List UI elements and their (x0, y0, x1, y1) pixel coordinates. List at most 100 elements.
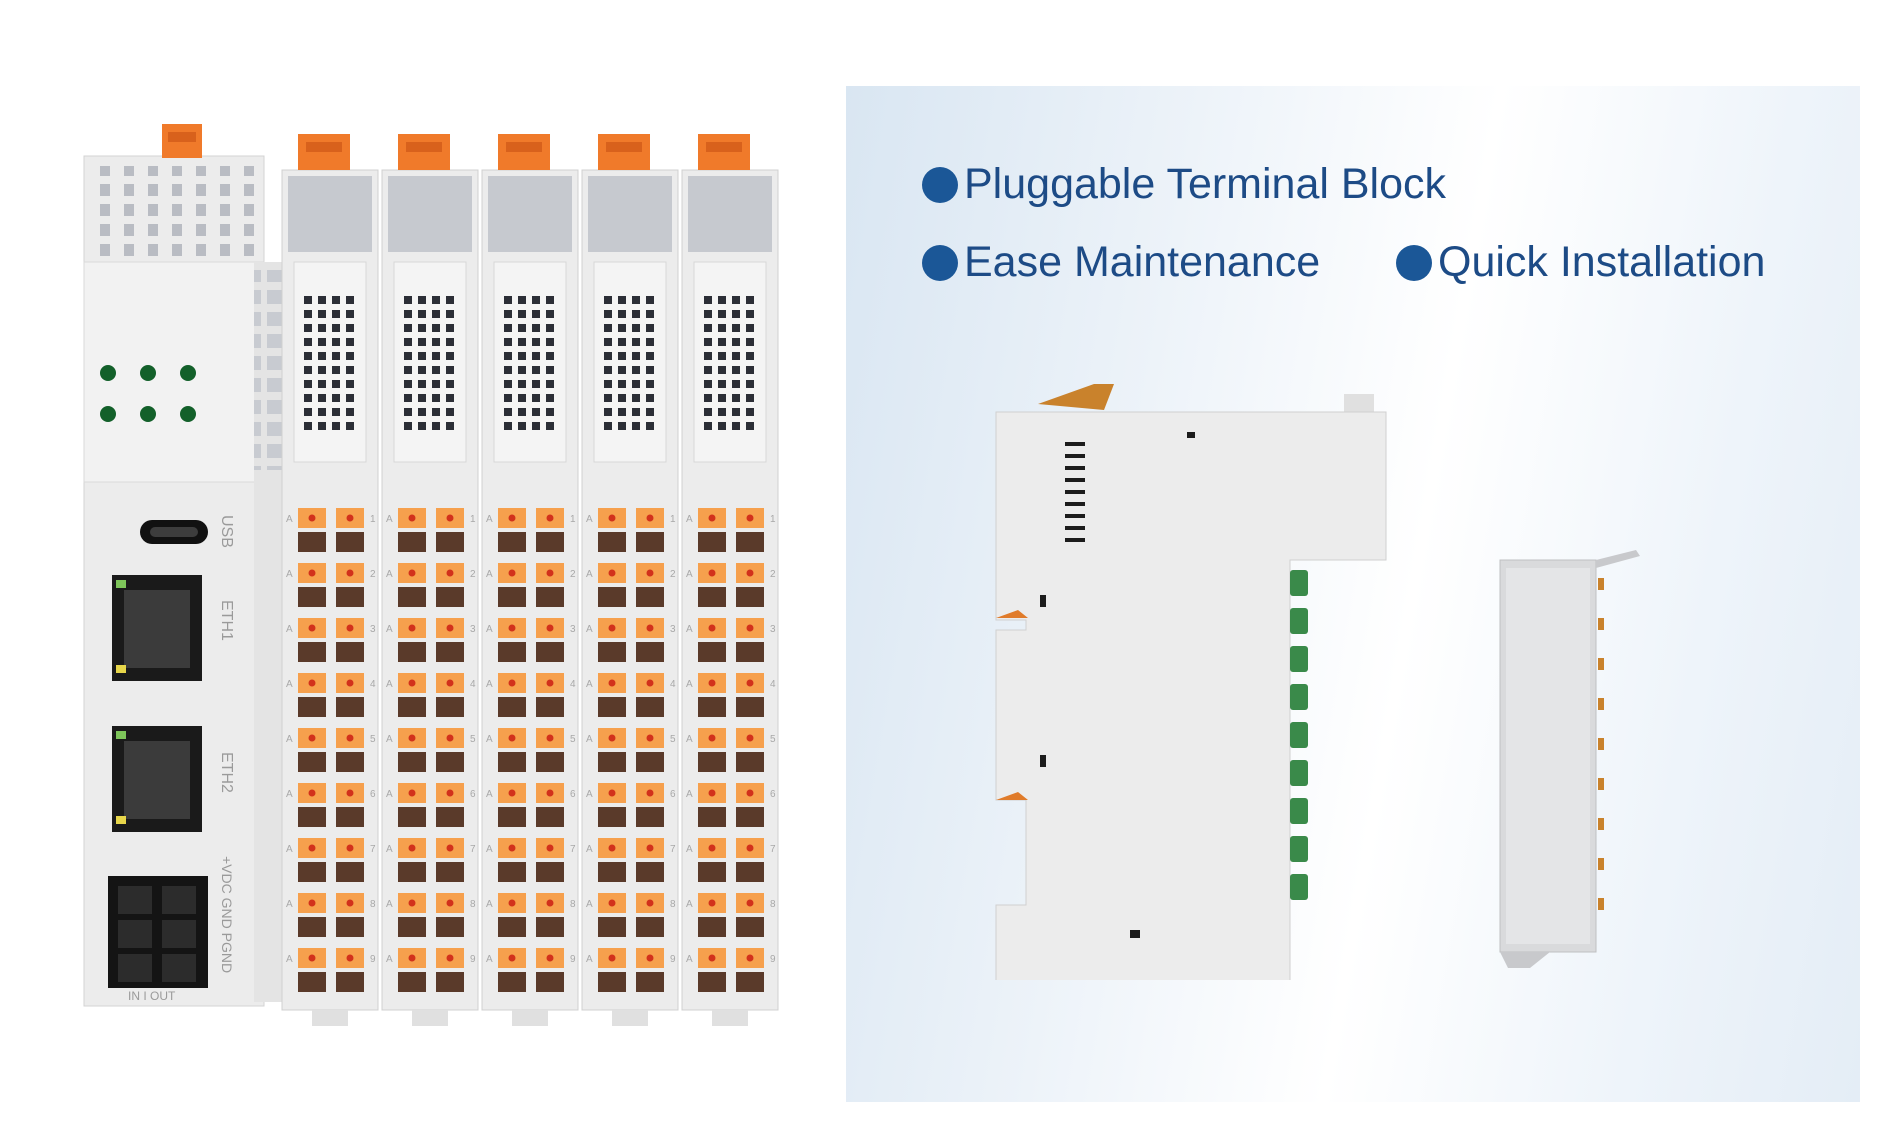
terminal-block-side-view (1499, 550, 1640, 968)
usb-label: USB (218, 515, 235, 548)
terminal-row-label: A (386, 624, 393, 635)
terminal-row-number: 3 (370, 624, 376, 635)
terminal-row-number: 3 (470, 624, 476, 635)
terminal-row-number: 9 (570, 954, 576, 965)
terminal-row-number: 7 (770, 844, 776, 855)
power-label: +VDC GND PGND (219, 856, 235, 973)
feature-maintenance: Ease Maintenance (922, 238, 1320, 287)
module-side-view (995, 384, 1387, 980)
terminal-row-label: A (586, 514, 593, 525)
terminal-row-label: A (386, 954, 393, 965)
terminal-row-number: 8 (370, 899, 376, 910)
terminal-row-label: A (486, 899, 493, 910)
feature-pluggable: Pluggable Terminal Block (922, 160, 1446, 209)
terminal-row-label: A (486, 844, 493, 855)
terminal-row-label: A (286, 789, 293, 800)
terminal-row-number: 6 (570, 789, 576, 800)
terminal-row-label: A (286, 734, 293, 745)
terminal-row-label: A (686, 844, 693, 855)
terminal-row-number: 9 (370, 954, 376, 965)
terminal-row-number: 6 (670, 789, 676, 800)
terminal-row-label: A (586, 734, 593, 745)
feature-text: Quick Installation (1438, 238, 1766, 286)
terminal-row-number: 1 (370, 514, 376, 525)
terminal-row-number: 6 (770, 789, 776, 800)
terminal-row-number: 1 (670, 514, 676, 525)
terminal-row-label: A (686, 954, 693, 965)
terminal-row-number: 9 (770, 954, 776, 965)
terminal-row-number: 9 (470, 954, 476, 965)
terminal-row-label: A (586, 844, 593, 855)
terminal-row-number: 4 (570, 679, 576, 690)
eth2-label: ETH2 (218, 752, 235, 793)
terminal-row-number: 9 (670, 954, 676, 965)
terminal-row-label: A (286, 679, 293, 690)
feature-text: Ease Maintenance (964, 238, 1321, 286)
terminal-row-number: 4 (370, 679, 376, 690)
terminal-row-label: A (486, 624, 493, 635)
terminal-row-number: 1 (470, 514, 476, 525)
feature-installation: Quick Installation (1396, 238, 1765, 287)
terminal-row-number: 8 (570, 899, 576, 910)
terminal-row-number: 8 (770, 899, 776, 910)
terminal-row-number: 2 (570, 569, 576, 580)
terminal-row-label: A (386, 734, 393, 745)
terminal-row-number: 5 (770, 734, 776, 745)
terminal-row-number: 3 (770, 624, 776, 635)
terminal-row-label: A (286, 624, 293, 635)
terminal-row-label: A (386, 844, 393, 855)
bullet-icon (922, 166, 958, 203)
terminal-row-number: 6 (470, 789, 476, 800)
terminal-row-number: 2 (370, 569, 376, 580)
status-leds (100, 365, 196, 422)
terminal-row-label: A (586, 569, 593, 580)
terminal-row-label: A (586, 954, 593, 965)
terminal-row-label: A (486, 789, 493, 800)
terminal-row-label: A (486, 679, 493, 690)
terminal-row-number: 2 (470, 569, 476, 580)
terminal-row-label: A (486, 734, 493, 745)
terminal-row-label: A (686, 569, 693, 580)
terminal-row-label: A (686, 514, 693, 525)
terminal-row-label: A (286, 899, 293, 910)
terminal-row-number: 3 (570, 624, 576, 635)
bus-coupler: USB ETH1 ETH2 +VDC GND PGND IN I OUT (83, 124, 282, 1007)
terminal-row-number: 4 (770, 679, 776, 690)
terminal-row-number: 7 (570, 844, 576, 855)
terminal-row-label: A (386, 789, 393, 800)
terminal-row-label: A (386, 514, 393, 525)
eth1-label: ETH1 (218, 600, 235, 641)
terminal-row-label: A (386, 679, 393, 690)
terminal-row-label: A (286, 569, 293, 580)
power-io-label: IN I OUT (128, 989, 176, 1003)
terminal-row-label: A (586, 899, 593, 910)
terminal-row-number: 7 (370, 844, 376, 855)
terminal-row-number: 5 (570, 734, 576, 745)
terminal-row-label: A (686, 734, 693, 745)
terminal-row-label: A (286, 514, 293, 525)
terminal-row-number: 4 (670, 679, 676, 690)
terminal-row-label: A (386, 569, 393, 580)
terminal-row-number: 6 (370, 789, 376, 800)
bullet-icon (1396, 244, 1432, 281)
terminal-row-label: A (486, 954, 493, 965)
terminal-row-label: A (486, 569, 493, 580)
terminal-row-label: A (286, 844, 293, 855)
terminal-row-number: 5 (670, 734, 676, 745)
terminal-row-label: A (586, 624, 593, 635)
terminal-row-number: 3 (670, 624, 676, 635)
terminal-row-number: 1 (570, 514, 576, 525)
terminal-row-number: 1 (770, 514, 776, 525)
terminal-row-number: 8 (670, 899, 676, 910)
feature-text: Pluggable Terminal Block (964, 160, 1447, 208)
terminal-row-number: 5 (470, 734, 476, 745)
terminal-row-number: 4 (470, 679, 476, 690)
